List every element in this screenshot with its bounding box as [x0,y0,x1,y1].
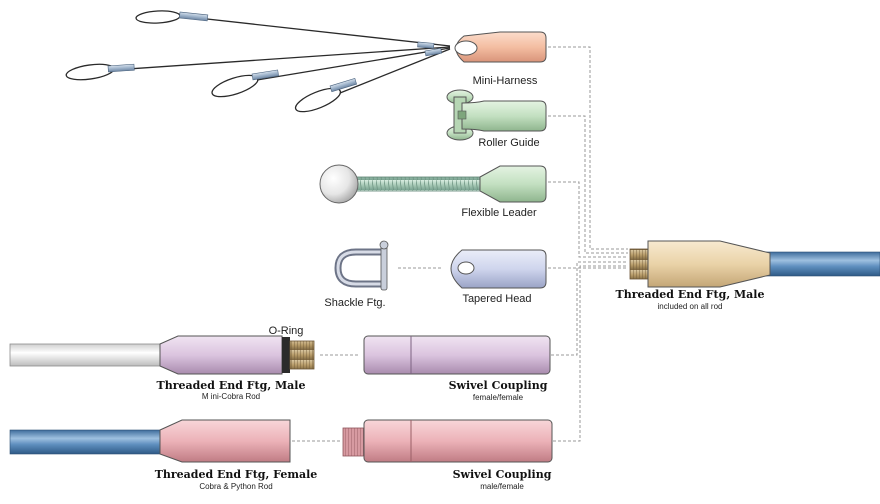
swivel-ff-sub: female/female [473,393,524,402]
tapered-head: Tapered Head [450,249,547,305]
rod-blue-left [9,429,166,455]
connector-lines [292,46,628,442]
male-body-right [647,240,771,288]
harness-eye [454,40,478,56]
female-title: Threaded End Ftg, Female [155,468,318,481]
swivel-ff-title: Swivel Coupling [449,379,548,392]
leader-spring [351,176,483,192]
swivel-mf-thread [342,427,366,457]
mini-harness-label: Mini-Harness [473,75,538,87]
shackle-label: Shackle Ftg. [324,297,385,309]
threaded-end-female: Threaded End Ftg, Female Cobra & Python … [9,419,318,491]
male-left-title: Threaded End Ftg, Male [157,379,306,392]
threaded-end-male-right: Threaded End Ftg, Male included on all r… [616,240,880,311]
flexible-leader: Flexible Leader [319,164,547,219]
male-thread-right [629,248,649,280]
mini-harness: Mini-Harness [65,10,547,113]
shackle-pin [380,245,388,291]
tapered-head-label: Tapered Head [462,293,531,305]
swivel-coupling-mf: Swivel Coupling male/female [342,419,553,491]
swivel-mf-sub: male/female [480,482,524,491]
swivel-mf-body [363,419,553,463]
harness-cables [65,10,451,113]
male-right-title: Threaded End Ftg, Male [616,288,765,301]
male-thread-left [289,340,315,370]
rod-white [9,343,166,367]
leader-ball [319,164,359,204]
roller-body [461,100,547,132]
female-sub: Cobra & Python Rod [199,482,272,491]
leader-body [479,165,547,203]
o-ring-label: O-Ring [269,325,304,337]
threaded-end-male-left: O-Ring Threaded End Ftg, Male M ini-Cobr… [9,325,315,401]
roller-guide-label: Roller Guide [478,137,539,149]
tapered-head-eye [457,261,475,275]
cable-sleeves [107,11,442,93]
swivel-coupling-ff: Swivel Coupling female/female [363,335,551,402]
shackle-bow [334,248,382,288]
swivel-mf-title: Swivel Coupling [453,468,552,481]
male-left-sub: M ini-Cobra Rod [202,392,260,401]
roller-guide: Roller Guide [446,89,547,149]
tapered-head-body [450,249,547,289]
o-ring [282,337,290,373]
male-body-left [159,335,283,375]
shackle-fitting: Shackle Ftg. [324,240,389,309]
rod-blue-right [763,251,880,277]
swivel-ff-body [363,335,551,375]
flexible-leader-label: Flexible Leader [461,207,537,219]
female-body [159,419,291,463]
male-right-sub: included on all rod [658,302,723,311]
